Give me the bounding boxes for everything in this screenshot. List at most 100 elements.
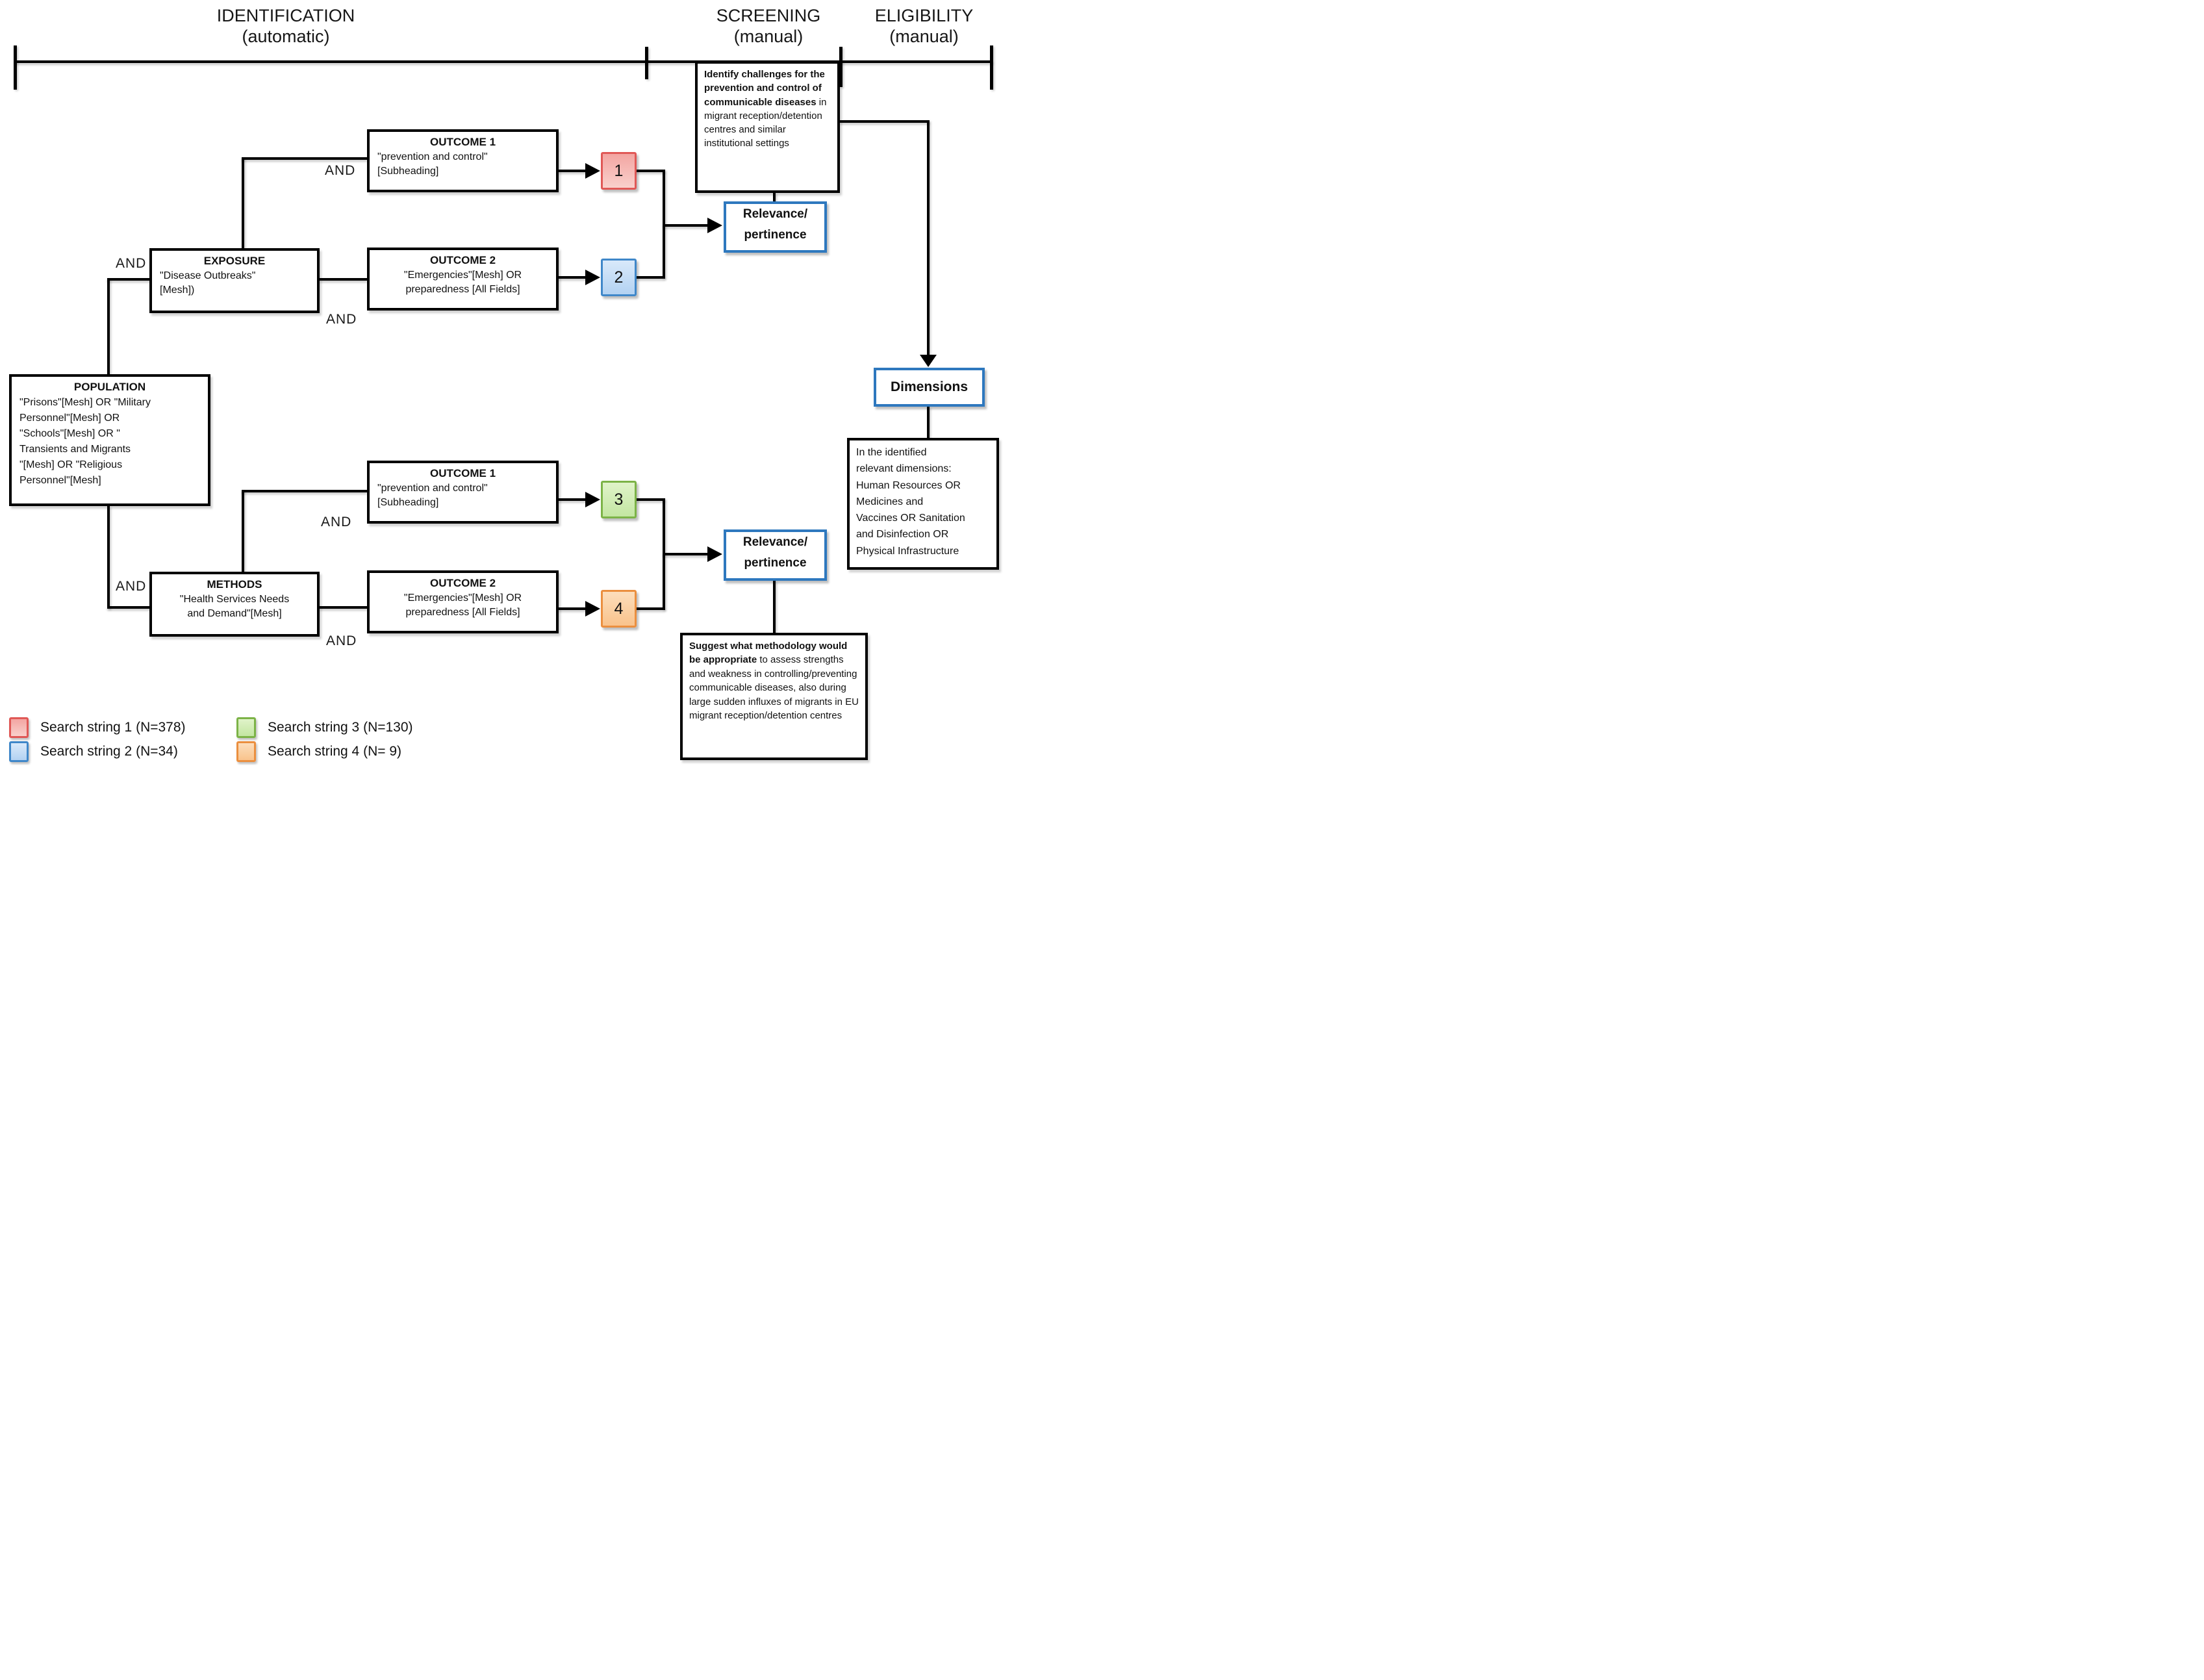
methods-title: METHODS bbox=[207, 578, 262, 591]
arrow-head-icon bbox=[707, 218, 722, 233]
search-string-node-3: 3 bbox=[601, 481, 637, 518]
legend-label: Search string 2 (N=34) bbox=[40, 744, 178, 759]
phase-title: SCREENING bbox=[716, 6, 821, 25]
outcome2-bottom-body: "Emergencies"[Mesh] OR preparedness [All… bbox=[403, 592, 522, 618]
outcome1-top-title: OUTCOME 1 bbox=[429, 136, 496, 148]
bracket-tick-left bbox=[14, 45, 17, 90]
connector-to-methods bbox=[107, 606, 152, 609]
methods-box: METHODS "Health Services Needs and Deman… bbox=[149, 572, 320, 637]
search-string-node-4: 4 bbox=[601, 590, 637, 628]
legend-swatch-search-string-4 bbox=[236, 741, 256, 762]
search-string-node-1: 1 bbox=[601, 152, 637, 190]
methodology-note-rest: to assess strengths and weakness in cont… bbox=[689, 654, 859, 722]
exposure-body: "Disease Outbreaks" [Mesh]) bbox=[160, 270, 256, 296]
outcome2-top-box: OUTCOME 2 "Emergencies"[Mesh] OR prepare… bbox=[367, 248, 559, 311]
connector-note-to-eligibility bbox=[840, 120, 930, 123]
arrow-head-icon bbox=[585, 270, 600, 285]
arrow-to-relevance-top bbox=[663, 224, 709, 227]
arrow-to-relevance-bottom bbox=[663, 553, 709, 555]
node-number: 4 bbox=[614, 599, 624, 618]
screening-note-rest: in migrant reception/detention centres a… bbox=[704, 96, 827, 149]
legend-label: Search string 3 (N=130) bbox=[268, 720, 413, 735]
eligibility-note-box: In the identified relevant dimensions: H… bbox=[847, 438, 999, 570]
arrow-outcome1-to-1 bbox=[559, 170, 587, 172]
phase-header-eligibility: ELIGIBILITY (manual) bbox=[857, 5, 991, 47]
and-label: AND bbox=[325, 163, 356, 178]
exposure-box: EXPOSURE "Disease Outbreaks" [Mesh]) bbox=[149, 248, 320, 313]
relevance-pertinence-top-box: Relevance/ pertinence bbox=[724, 201, 827, 253]
connector-down-to-dimensions bbox=[927, 120, 930, 355]
population-body: "Prisons"[Mesh] OR "Military Personnel"[… bbox=[19, 397, 151, 486]
methodology-note-box: Suggest what methodology would be approp… bbox=[680, 633, 868, 760]
connector-to-outcome1-bottom bbox=[242, 490, 367, 492]
arrow-head-icon bbox=[585, 163, 600, 179]
connector-node4-out bbox=[637, 607, 665, 610]
arrow-head-icon bbox=[707, 546, 722, 562]
connector-population-down bbox=[107, 506, 110, 609]
connector-dimensions-to-note bbox=[927, 407, 930, 438]
outcome1-bottom-body: "prevention and control" [Subheading] bbox=[377, 483, 488, 508]
arrow-head-icon bbox=[585, 601, 600, 617]
connector-to-outcome2-bottom bbox=[320, 606, 367, 609]
connector-exposure-up bbox=[242, 157, 244, 248]
methods-body: "Health Services Needs and Demand"[Mesh] bbox=[179, 594, 290, 619]
legend-swatch-search-string-1 bbox=[9, 717, 29, 738]
outcome2-bottom-box: OUTCOME 2 "Emergencies"[Mesh] OR prepare… bbox=[367, 570, 559, 633]
arrow-head-icon bbox=[585, 492, 600, 507]
connector-node1-out bbox=[637, 170, 665, 172]
methodology-note-bold: Suggest what methodology would be approp… bbox=[689, 641, 848, 666]
phase-subtitle: (automatic) bbox=[242, 27, 330, 47]
connector-relevance-to-methodology bbox=[773, 581, 776, 633]
connector-to-outcome2-top bbox=[320, 278, 367, 281]
legend-swatch-search-string-2 bbox=[9, 741, 29, 762]
connector-to-outcome1-top bbox=[242, 157, 367, 160]
node-number: 3 bbox=[614, 490, 624, 509]
search-string-node-2: 2 bbox=[601, 259, 637, 296]
relevance-pertinence-bottom-box: Relevance/ pertinence bbox=[724, 529, 827, 581]
connector-node3-out bbox=[637, 498, 665, 501]
node-number: 1 bbox=[614, 161, 624, 180]
node-number: 2 bbox=[614, 268, 624, 286]
outcome2-top-body: "Emergencies"[Mesh] OR preparedness [All… bbox=[403, 270, 522, 295]
phase-subtitle: (manual) bbox=[889, 27, 959, 47]
connector-population-up bbox=[107, 278, 110, 374]
outcome1-bottom-title: OUTCOME 1 bbox=[429, 467, 496, 479]
arrow-outcome1-to-3 bbox=[559, 498, 587, 501]
outcome1-top-body: "prevention and control" [Subheading] bbox=[377, 151, 488, 177]
screening-note-box: Identify challenges for the prevention a… bbox=[695, 61, 840, 193]
phase-subtitle: (manual) bbox=[733, 27, 804, 47]
legend-label: Search string 4 (N= 9) bbox=[268, 744, 402, 759]
population-title: POPULATION bbox=[73, 381, 146, 393]
connector-methods-up bbox=[242, 490, 244, 572]
outcome2-top-title: OUTCOME 2 bbox=[429, 254, 496, 266]
arrow-head-icon bbox=[920, 355, 937, 367]
arrow-outcome2-to-2 bbox=[559, 276, 587, 279]
and-label: AND bbox=[116, 579, 147, 594]
screening-note-bold: Identify challenges for the prevention a… bbox=[704, 69, 825, 108]
dimensions-box: Dimensions bbox=[874, 368, 985, 407]
phase-header-screening: SCREENING (manual) bbox=[687, 5, 850, 47]
connector-note-to-relevance bbox=[773, 193, 776, 201]
outcome1-top-box: OUTCOME 1 "prevention and control" [Subh… bbox=[367, 129, 559, 192]
phase-bracket-line bbox=[15, 60, 993, 63]
outcome1-bottom-box: OUTCOME 1 "prevention and control" [Subh… bbox=[367, 461, 559, 524]
phase-title: ELIGIBILITY bbox=[874, 6, 974, 25]
exposure-title: EXPOSURE bbox=[203, 255, 266, 267]
and-label: AND bbox=[326, 633, 357, 648]
arrow-outcome2-to-4 bbox=[559, 607, 587, 610]
and-label: AND bbox=[116, 256, 147, 271]
connector-node2-out bbox=[637, 276, 665, 279]
population-box: POPULATION "Prisons"[Mesh] OR "Military … bbox=[9, 374, 210, 506]
phase-header-identification: IDENTIFICATION (automatic) bbox=[117, 5, 455, 47]
phase-title: IDENTIFICATION bbox=[216, 6, 355, 25]
legend-label: Search string 1 (N=378) bbox=[40, 720, 186, 735]
bracket-tick-identification-screening bbox=[645, 47, 648, 79]
prisma-search-strategy-diagram: IDENTIFICATION (automatic) SCREENING (ma… bbox=[0, 0, 1004, 765]
and-label: AND bbox=[321, 515, 352, 529]
legend-swatch-search-string-3 bbox=[236, 717, 256, 738]
and-label: AND bbox=[326, 312, 357, 327]
bracket-tick-right bbox=[990, 45, 993, 90]
outcome2-bottom-title: OUTCOME 2 bbox=[429, 577, 496, 589]
bracket-tick-screening-eligibility bbox=[839, 47, 842, 87]
connector-to-exposure bbox=[107, 278, 152, 281]
